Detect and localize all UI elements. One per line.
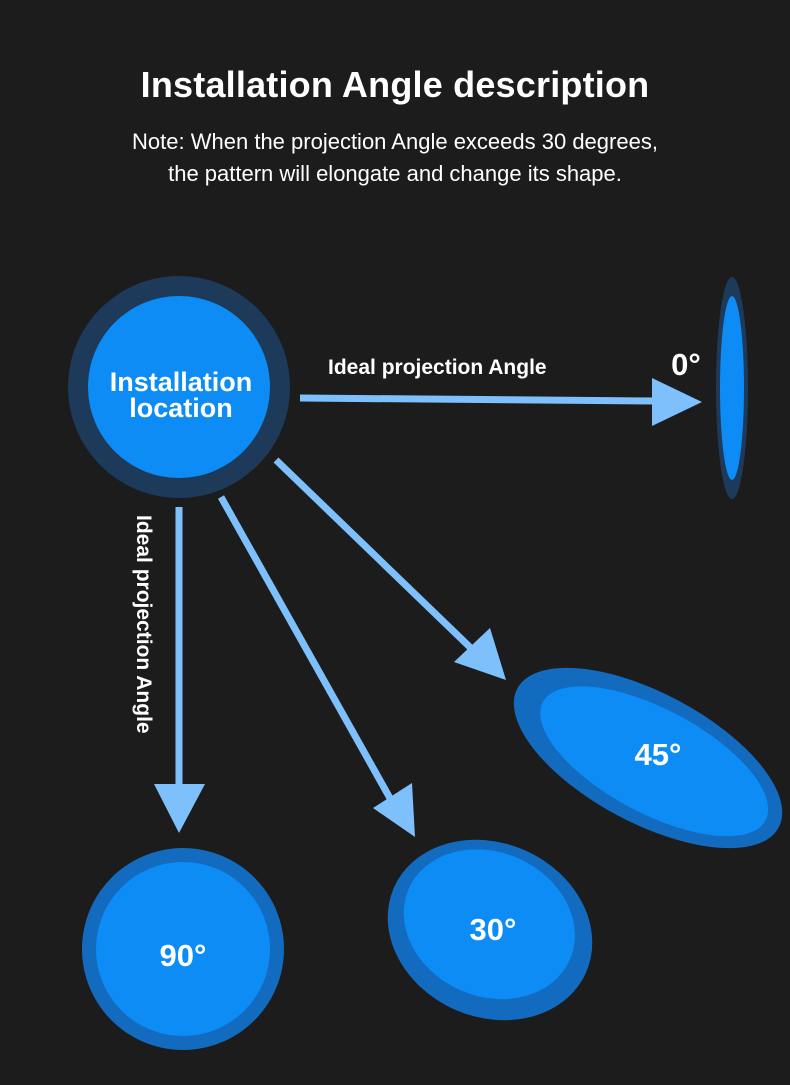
pattern-0-degrees	[716, 277, 748, 499]
arrow-0-head	[652, 378, 702, 426]
installation-location: Installation location	[68, 276, 290, 498]
note-line-1: Note: When the projection Angle exceeds …	[132, 129, 658, 154]
arrow-30-head	[373, 783, 415, 837]
installation-inner-circle	[88, 296, 270, 478]
arrow-30-shaft	[217, 495, 395, 802]
arrow-45-degrees	[273, 457, 506, 680]
arrow-90-degrees	[154, 507, 205, 833]
pattern-45-inner	[540, 686, 769, 837]
page-title: Installation Angle description	[140, 64, 650, 105]
pattern-30-degrees	[387, 839, 593, 1021]
arrow-30-degrees	[217, 495, 415, 837]
arrow-0-shaft	[299, 394, 657, 405]
pattern-90-inner	[96, 862, 270, 1036]
arrow-45-head	[454, 628, 506, 680]
arrow-90-head	[154, 784, 205, 833]
pattern-30-inner	[403, 849, 575, 1000]
pattern-0-inner	[720, 296, 744, 480]
installation-label-line1: Installation	[110, 367, 253, 397]
pattern-0-label: 0°	[671, 347, 701, 382]
pattern-45-degrees	[513, 667, 783, 849]
vertical-arrow-label: Ideal projection Angle	[132, 515, 155, 734]
installation-label-line2: location	[129, 393, 233, 423]
arrow-45-shaft	[273, 457, 479, 656]
horizontal-arrow-label: Ideal projection Angle	[328, 356, 547, 379]
pattern-30-label: 30°	[470, 912, 517, 947]
pattern-90-degrees	[82, 848, 284, 1050]
pattern-45-label: 45°	[635, 737, 682, 772]
note-line-2: the pattern will elongate and change its…	[168, 161, 622, 186]
arrow-0-degrees	[299, 378, 702, 426]
pattern-90-label: 90°	[160, 938, 207, 973]
